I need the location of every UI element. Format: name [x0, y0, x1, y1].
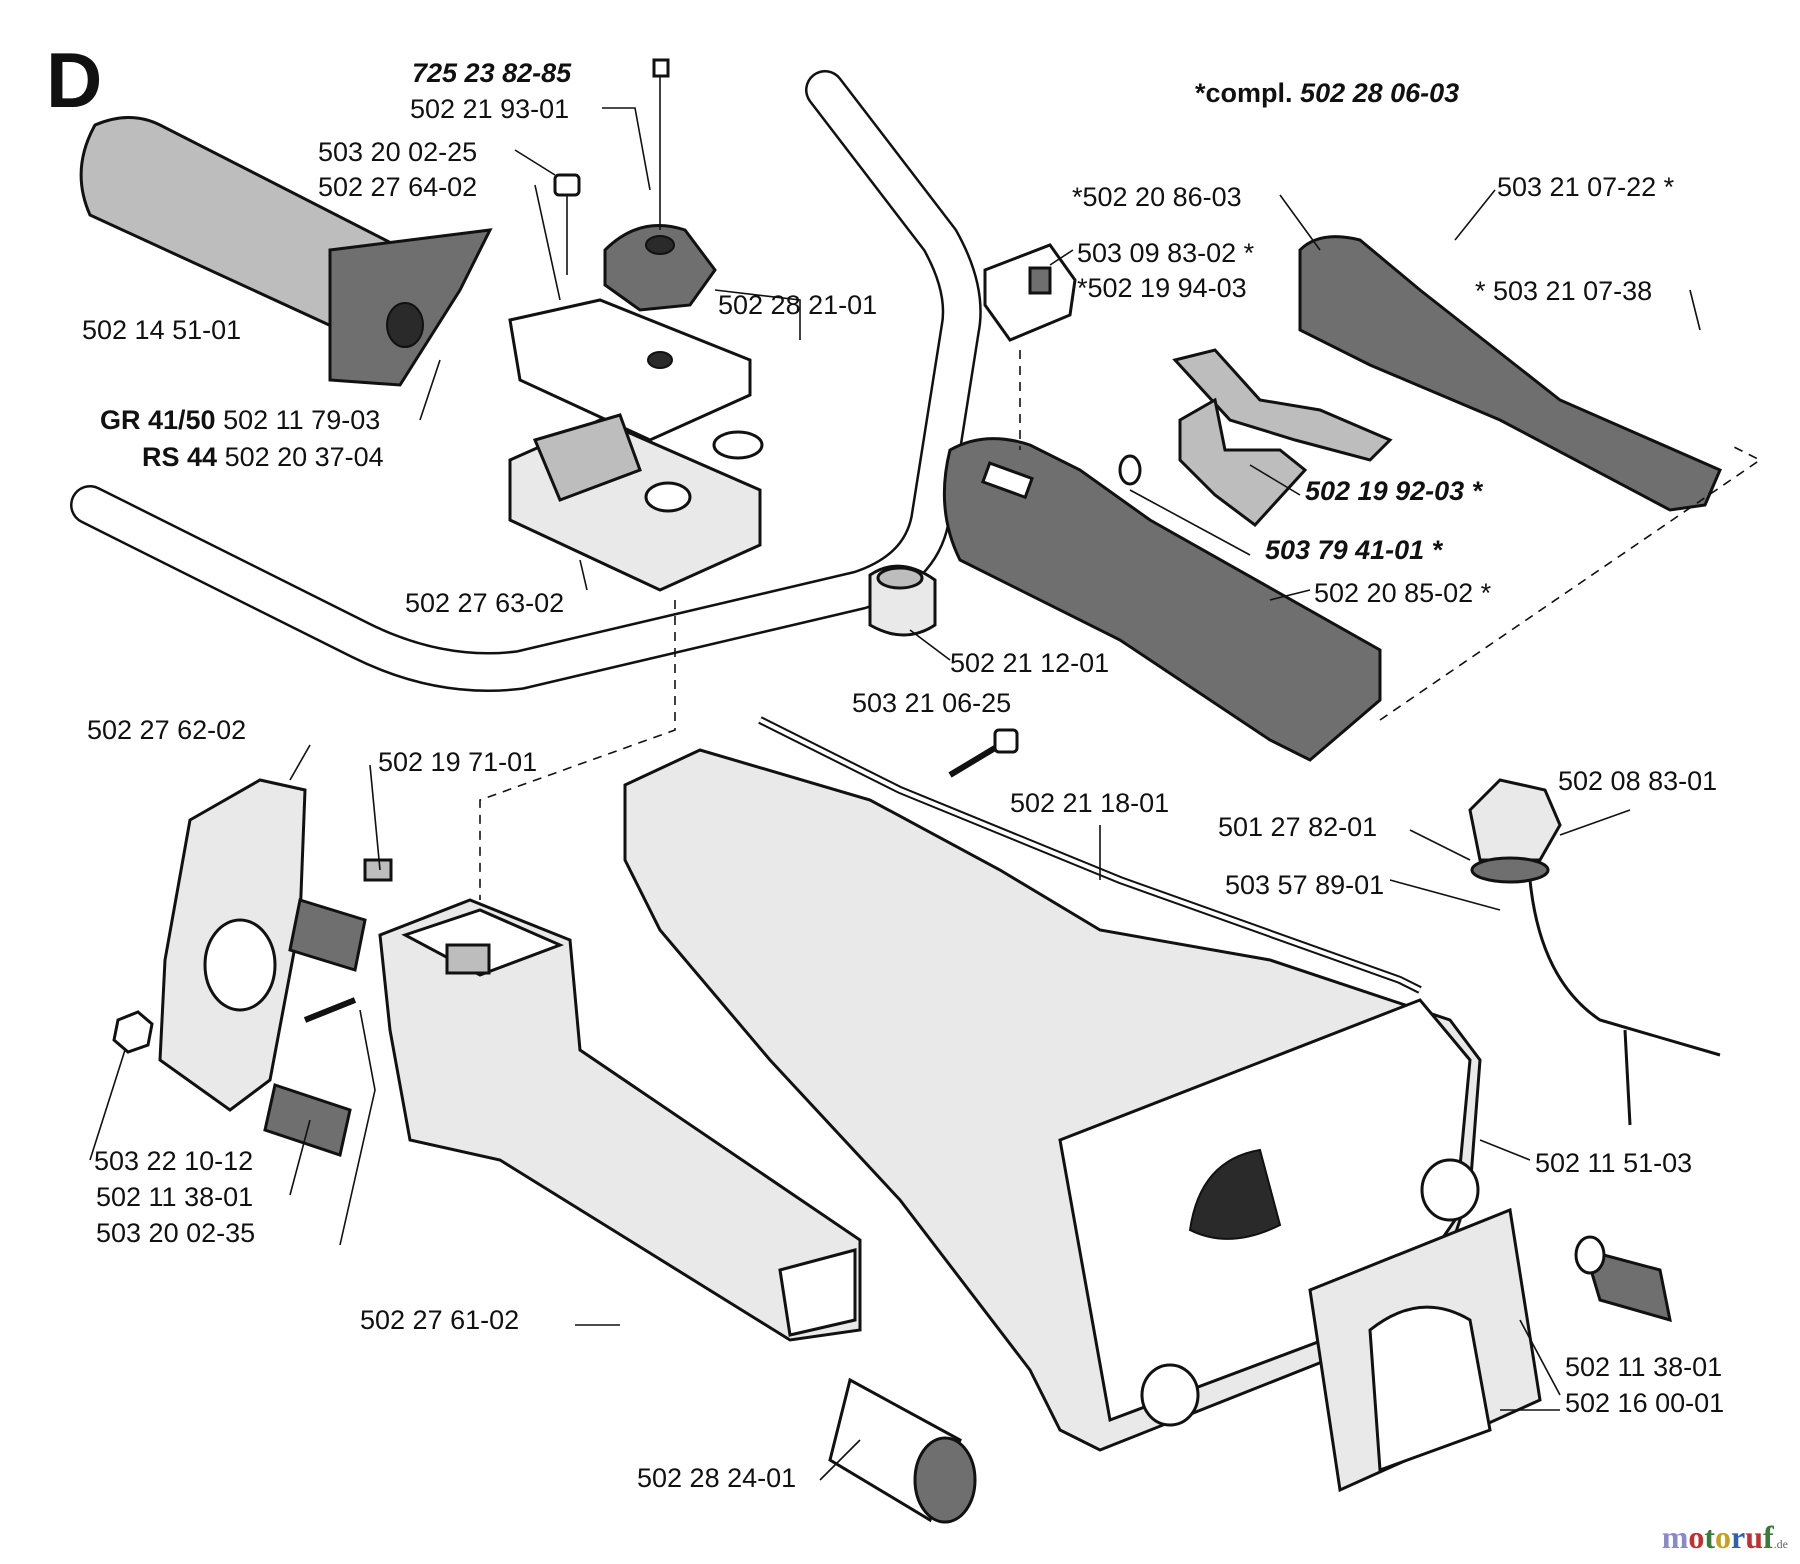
part-label: 502 11 38-01: [1565, 1352, 1723, 1382]
part-label: 502 19 92-03 *: [1305, 476, 1483, 506]
watermark-suffix: .de: [1773, 1537, 1788, 1551]
part-label: 502 27 63-02: [405, 588, 565, 618]
leader-lines: [89, 107, 1701, 1481]
part-number: 502 11 79-03: [223, 405, 381, 435]
watermark-letter: f: [1763, 1519, 1774, 1555]
bracket-screw: [303, 997, 357, 1023]
part-label-rs: RS 44 502 20 37-04: [142, 442, 384, 472]
part-label: 503 79 41-01 *: [1265, 535, 1443, 565]
part-label-gr: GR 41/50 502 11 79-03: [100, 405, 380, 435]
part-label: 503 20 02-35: [96, 1218, 256, 1248]
part-label: *502 19 94-03: [1077, 273, 1247, 303]
spring: [1118, 454, 1142, 486]
part-label: 502 28 24-01: [637, 1463, 797, 1493]
part-label: 502 14 51-01: [82, 315, 242, 345]
throttle-lock: [1178, 397, 1308, 528]
part-label: *502 20 86-03: [1072, 182, 1242, 212]
clamp-screw: [553, 173, 581, 275]
part-label: 502 21 18-01: [1010, 788, 1170, 818]
square-nut: [363, 858, 393, 882]
part-label: 502 27 64-02: [318, 172, 478, 202]
tank-cap: [1468, 778, 1562, 884]
stop-switch: [983, 243, 1077, 342]
part-label: 501 27 82-01: [1218, 812, 1378, 842]
clamp-lower: [508, 413, 762, 592]
part-label: * 503 21 07-38: [1475, 276, 1653, 306]
throttle-handle-left: [942, 437, 1382, 762]
washer: [712, 430, 764, 460]
part-label: 503 20 02-25: [318, 137, 478, 167]
part-label: 502 16 00-01: [1565, 1388, 1725, 1418]
tank-gasket: [1308, 1207, 1542, 1493]
section-letter: D: [46, 36, 103, 124]
assembly-lines: [479, 350, 1762, 900]
part-label: 502 27 62-02: [87, 715, 247, 745]
part-label: 503 57 89-01: [1225, 870, 1385, 900]
watermark-letter: u: [1745, 1519, 1764, 1555]
part-label: 503 22 10-12: [94, 1146, 254, 1176]
fuel-line: [1528, 879, 1721, 1057]
sleeve-upper-left: [288, 898, 367, 972]
throttle-handle-right: [1298, 235, 1722, 512]
compl-number: 502 28 06-03: [1300, 78, 1460, 108]
site-watermark-logo: motoruf.de: [1662, 1519, 1788, 1556]
model-prefix: RS 44: [142, 442, 218, 472]
watermark-letter: t: [1704, 1519, 1716, 1555]
part-number: 502 20 37-04: [224, 442, 384, 472]
watermark-letter: m: [1661, 1519, 1689, 1555]
clamp-knob: [603, 58, 717, 312]
tank-screw: [948, 728, 1019, 778]
part-label: 502 27 61-02: [360, 1305, 520, 1335]
part-label: 502 21 12-01: [950, 648, 1110, 678]
sleeve-right: [1574, 1235, 1672, 1323]
part-label: 502 20 85-02 *: [1314, 578, 1492, 608]
hose-clip: [868, 564, 937, 637]
nut: [112, 1010, 154, 1054]
compl-prefix: *compl.: [1195, 78, 1293, 108]
sleeve-bottom: [828, 1377, 977, 1524]
part-label: 503 21 06-25: [852, 688, 1012, 718]
watermark-letter: r: [1731, 1519, 1746, 1555]
handle-tube: [378, 898, 862, 1342]
part-label: 502 19 71-01: [378, 747, 538, 777]
part-label: 725 23 82-85: [412, 58, 572, 88]
handle-bracket: [158, 778, 307, 1112]
sleeve-lower-left: [263, 1083, 352, 1157]
watermark-letter: o: [1688, 1519, 1705, 1555]
throttle-lever: [1172, 348, 1393, 462]
left-grip: [79, 116, 493, 387]
part-label: 503 09 83-02 *: [1077, 238, 1255, 268]
watermark-letter: o: [1715, 1519, 1732, 1555]
clamp-upper: [508, 298, 752, 442]
part-label: 502 21 93-01: [410, 94, 570, 124]
model-prefix: GR 41/50: [100, 405, 216, 435]
part-label: 502 28 21-01: [718, 290, 878, 320]
part-label: 502 08 83-01: [1558, 766, 1718, 796]
part-label: 502 11 38-01: [96, 1182, 254, 1212]
assembly-complete-label: *compl. 502 28 06-03: [1195, 78, 1459, 108]
part-label: 502 11 51-03: [1535, 1148, 1693, 1178]
part-label: 503 21 07-22 *: [1497, 172, 1675, 202]
